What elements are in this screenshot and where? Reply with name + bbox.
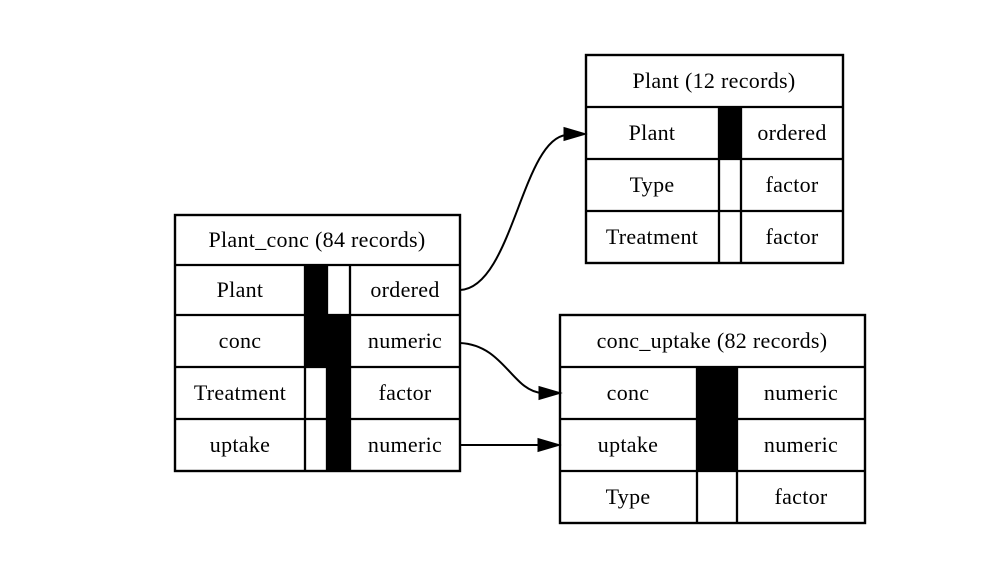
arrow-curve [459, 342, 543, 394]
table-plant-conc: Plant_conc (84 records) Plant ordered co… [173, 213, 462, 473]
field-row: uptake numeric [598, 432, 838, 457]
arrow-plantconc-plant-to-plant-table [459, 126, 588, 291]
field-row: Treatment factor [194, 380, 432, 405]
field-row: uptake numeric [210, 432, 442, 457]
field-row: conc numeric [219, 328, 442, 353]
field-type: numeric [368, 432, 442, 457]
table-plant: Plant (12 records) Plant ordered Type fa… [584, 53, 845, 265]
arrowhead-icon [563, 126, 588, 142]
field-name: Type [606, 484, 651, 509]
field-row: Type factor [630, 172, 819, 197]
table-grid-lines [586, 105, 843, 263]
indicator-bar [327, 315, 350, 471]
table-title: Plant_conc (84 records) [208, 227, 425, 252]
field-type: factor [378, 380, 431, 405]
table-grid-lines [560, 365, 865, 523]
field-name: Plant [629, 120, 676, 145]
arrow-curve [459, 134, 567, 291]
field-row: Plant ordered [217, 277, 440, 302]
field-name: conc [219, 328, 262, 353]
indicator-bar [305, 265, 327, 367]
indicator-bar [719, 107, 741, 159]
field-type: numeric [764, 380, 838, 405]
field-type: ordered [370, 277, 439, 302]
indicator-bar [697, 367, 737, 471]
field-name: uptake [598, 432, 658, 457]
field-row: Plant ordered [629, 120, 827, 145]
arrowhead-icon [538, 385, 563, 401]
table-border [558, 313, 867, 525]
arrow-plantconc-uptake-to-concuptake [460, 437, 562, 453]
field-row: conc numeric [607, 380, 838, 405]
arrow-plantconc-conc-to-concuptake [459, 342, 563, 401]
field-type: factor [765, 224, 818, 249]
field-name: Treatment [606, 224, 698, 249]
field-type: numeric [764, 432, 838, 457]
field-row: Treatment factor [606, 224, 819, 249]
arrowhead-icon [537, 437, 562, 453]
field-name: Plant [217, 277, 264, 302]
field-name: conc [607, 380, 650, 405]
field-type: factor [765, 172, 818, 197]
table-conc-uptake: conc_uptake (82 records) conc numeric up… [558, 313, 867, 525]
field-name: Type [630, 172, 675, 197]
table-grid-lines [175, 263, 460, 471]
field-row: Type factor [606, 484, 828, 509]
field-type: factor [774, 484, 827, 509]
table-title: Plant (12 records) [632, 68, 795, 93]
table-border [584, 53, 845, 265]
table-title: conc_uptake (82 records) [597, 328, 828, 353]
field-type: ordered [757, 120, 826, 145]
field-name: uptake [210, 432, 270, 457]
field-name: Treatment [194, 380, 286, 405]
field-type: numeric [368, 328, 442, 353]
